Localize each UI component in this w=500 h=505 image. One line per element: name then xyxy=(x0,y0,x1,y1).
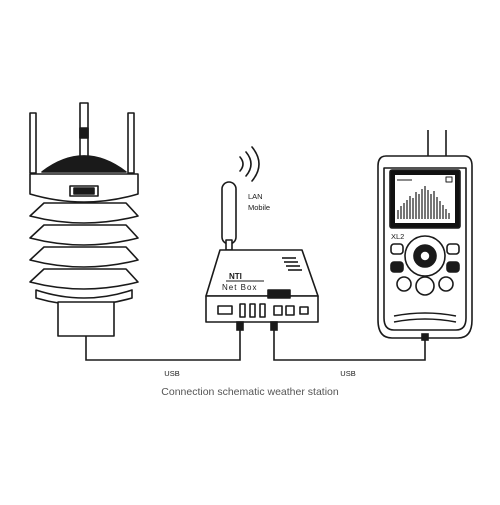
xl2-left-key xyxy=(390,243,404,255)
netbox-usb-port-2 xyxy=(285,305,295,316)
usb-label-right: USB xyxy=(340,369,355,378)
xl2-button-center xyxy=(415,276,435,296)
netbox-model: Net Box xyxy=(222,283,257,292)
xl2-model-label: XL2 xyxy=(391,232,404,241)
weather-station xyxy=(29,102,139,337)
connection-cables xyxy=(85,321,429,361)
xl2-button-left xyxy=(396,276,412,292)
usb-cable-left xyxy=(85,330,241,361)
netbox-brand: NTI xyxy=(229,272,242,281)
usb-label-left: USB xyxy=(164,369,179,378)
netbox-usb-port-1 xyxy=(273,305,283,316)
xl2-analyzer xyxy=(377,130,473,339)
usb-cable-right xyxy=(273,330,426,361)
wireless-label-mobile: Mobile xyxy=(248,203,270,212)
net-box-antenna xyxy=(221,181,237,245)
wireless-signal-icon xyxy=(239,146,260,182)
weather-station-base xyxy=(57,301,115,337)
xl2-right-key xyxy=(446,243,460,255)
weather-station-rod-left xyxy=(29,112,37,174)
wireless-label-lan: LAN xyxy=(248,192,263,201)
net-box xyxy=(205,146,319,323)
xl2-button-right xyxy=(438,276,454,292)
diagram-caption: Connection schematic weather station xyxy=(161,386,339,398)
spectrum-display xyxy=(397,186,450,219)
netbox-ethernet-port xyxy=(217,305,233,315)
weather-station-rod-right xyxy=(127,112,135,174)
